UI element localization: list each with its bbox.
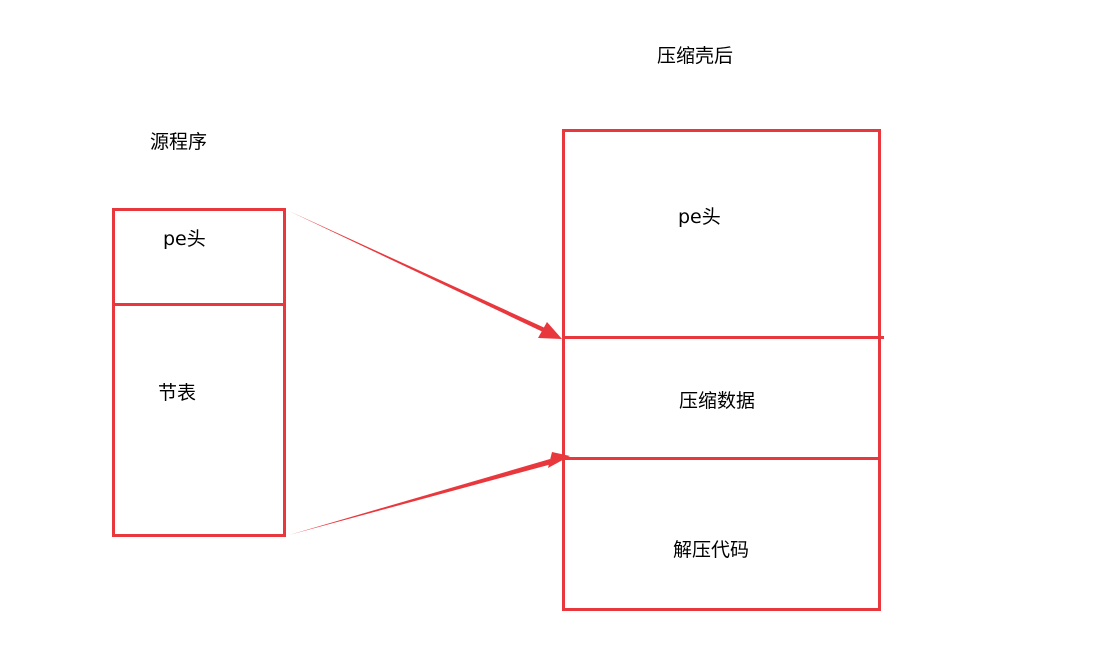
arrow-bottom bbox=[289, 452, 570, 535]
arrow-top bbox=[289, 211, 562, 339]
source-title: 源程序 bbox=[150, 131, 208, 153]
source-block bbox=[112, 208, 286, 537]
packed-block bbox=[562, 129, 881, 611]
source-pe-header-label: pe头 bbox=[163, 228, 206, 250]
packed-divider-2 bbox=[562, 457, 881, 460]
source-section-table-label: 节表 bbox=[158, 382, 197, 404]
packed-decompress-code-label: 解压代码 bbox=[673, 539, 750, 561]
source-divider bbox=[112, 303, 286, 306]
packed-divider-1 bbox=[562, 336, 884, 339]
packed-title: 压缩壳后 bbox=[657, 45, 734, 67]
packed-pe-header-label: pe头 bbox=[678, 206, 721, 228]
packed-compressed-data-label: 压缩数据 bbox=[679, 390, 756, 412]
